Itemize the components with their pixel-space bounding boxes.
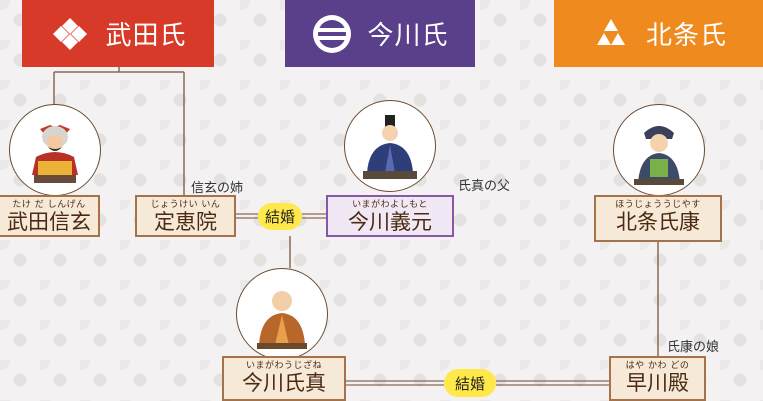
jokeiin-name-box: じょうけい いん 定恵院 (135, 195, 236, 237)
hojo-clan-header: 北条氏 (554, 0, 763, 67)
ujizane-portrait (236, 268, 328, 360)
ujiyasu-name: 北条氏康 (616, 210, 700, 234)
imagawa-clan-label: 今川氏 (367, 21, 449, 51)
jokeiin-ruby: じょうけい いん (150, 200, 221, 210)
yoshimoto-ruby: いまがわよしもと (352, 200, 428, 210)
ujiyasu-name-box: ほうじょううじやす 北条氏康 (594, 195, 722, 242)
takeda-clan-label: 武田氏 (105, 21, 187, 51)
yoshimoto-name-box: いまがわよしもと 今川義元 (326, 195, 454, 237)
shingen-ruby: たけ だ しんげん (12, 200, 86, 210)
yoshimoto-portrait (344, 100, 436, 192)
ujizane-name-box: いまがわうじざね 今川氏真 (222, 356, 346, 401)
imagawa-futatsubiki-crest-icon (313, 14, 352, 53)
yoshimoto-relation-note: 氏真の父 (458, 179, 511, 194)
hojo-mitsuuroko-crest-icon (596, 18, 625, 45)
takeda-bishi-crest-icon (53, 17, 88, 50)
marriage-badge-ujizane-hayakawa: 結婚 (444, 369, 496, 397)
hayakawa-relation-note: 氏康の娘 (667, 340, 720, 355)
shingen-name-box: たけ だ しんげん 武田信玄 (0, 195, 100, 237)
ujiyasu-portrait (613, 104, 705, 196)
hojo-clan-label: 北条氏 (645, 21, 727, 51)
shingen-portrait (9, 104, 101, 196)
hayakawa-name: 早川殿 (626, 371, 689, 395)
jokeiin-name: 定恵院 (154, 210, 217, 234)
ujizane-ruby: いまがわうじざね (245, 361, 322, 371)
hayakawa-name-box: はや かわ どの 早川殿 (609, 356, 706, 401)
marriage-badge-jokeiin-yoshimoto: 結婚 (258, 203, 302, 230)
marriage-double-line-2 (346, 380, 609, 386)
ujizane-name: 今川氏真 (242, 371, 326, 395)
yoshimoto-name: 今川義元 (348, 210, 432, 234)
ujiyasu-ruby: ほうじょううじやす (615, 200, 701, 210)
imagawa-clan-header: 今川氏 (285, 0, 475, 67)
takeda-clan-header: 武田氏 (22, 0, 214, 67)
hayakawa-ruby: はや かわ どの (625, 361, 690, 371)
takeda-branch-line (53, 67, 185, 195)
jokeiin-relation-note: 信玄の姉 (191, 181, 244, 196)
marriage-double-line-1 (236, 213, 326, 219)
shingen-name: 武田信玄 (7, 210, 91, 234)
